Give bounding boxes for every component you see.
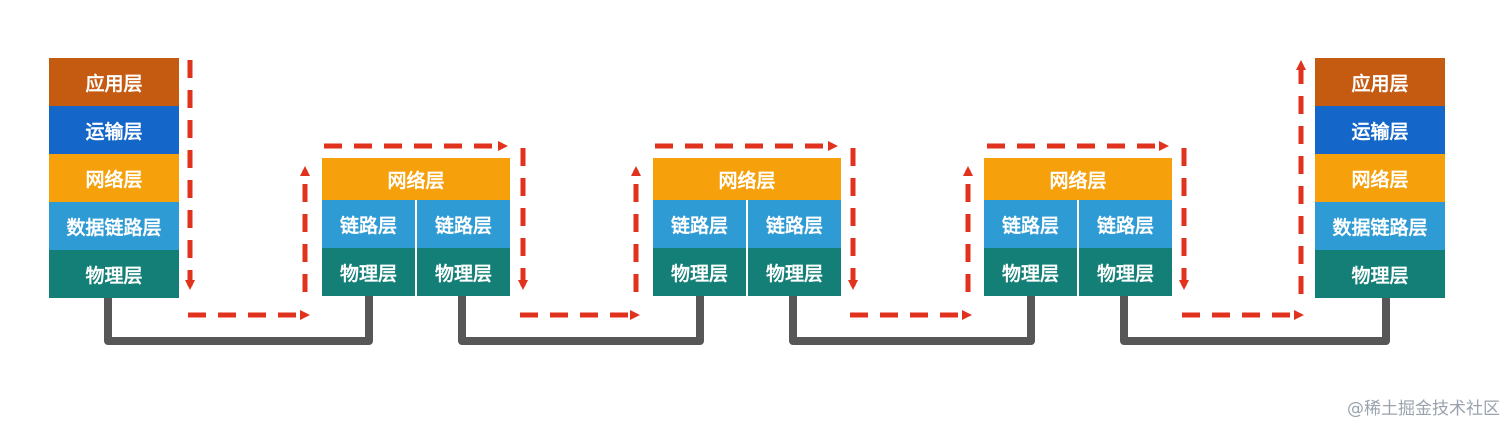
transport-layer: 运输层 [49, 106, 179, 154]
router-link-layer-left: 链路层 [653, 200, 746, 248]
router-link-layer-right: 链路层 [415, 200, 510, 248]
application-layer: 应用层 [1315, 58, 1445, 106]
physical-layer: 物理层 [1315, 250, 1445, 298]
router-1-stack: 网络层 链路层 链路层 物理层 物理层 [322, 158, 510, 296]
router-link-layer-right: 链路层 [746, 200, 841, 248]
source-host-stack: 应用层 运输层 网络层 数据链路层 物理层 [49, 58, 179, 298]
physical-link-2 [458, 294, 704, 345]
router-physical-layer-right: 物理层 [746, 248, 841, 296]
router-3-stack: 网络层 链路层 链路层 物理层 物理层 [984, 158, 1172, 296]
watermark: @稀土掘金技术社区 [1347, 399, 1500, 419]
physical-link-3 [789, 294, 1035, 345]
router-link-layer-left: 链路层 [984, 200, 1077, 248]
router-link-layer-right: 链路层 [1077, 200, 1172, 248]
router-physical-layer-left: 物理层 [322, 248, 415, 296]
data-link-layer: 数据链路层 [1315, 202, 1445, 250]
physical-link-4 [1120, 294, 1390, 345]
destination-host-stack: 应用层 运输层 网络层 数据链路层 物理层 [1315, 58, 1445, 298]
router-network-layer: 网络层 [653, 158, 841, 200]
network-layer: 网络层 [1315, 154, 1445, 202]
router-physical-layer-left: 物理层 [653, 248, 746, 296]
router-2-stack: 网络层 链路层 链路层 物理层 物理层 [653, 158, 841, 296]
application-layer: 应用层 [49, 58, 179, 106]
physical-layer: 物理层 [49, 250, 179, 298]
data-link-layer: 数据链路层 [49, 202, 179, 250]
router-physical-layer-right: 物理层 [1077, 248, 1172, 296]
router-network-layer: 网络层 [984, 158, 1172, 200]
router-network-layer: 网络层 [322, 158, 510, 200]
physical-link-1 [104, 294, 373, 345]
router-link-layer-left: 链路层 [322, 200, 415, 248]
network-layer: 网络层 [49, 154, 179, 202]
router-physical-layer-right: 物理层 [415, 248, 510, 296]
router-physical-layer-left: 物理层 [984, 248, 1077, 296]
transport-layer: 运输层 [1315, 106, 1445, 154]
